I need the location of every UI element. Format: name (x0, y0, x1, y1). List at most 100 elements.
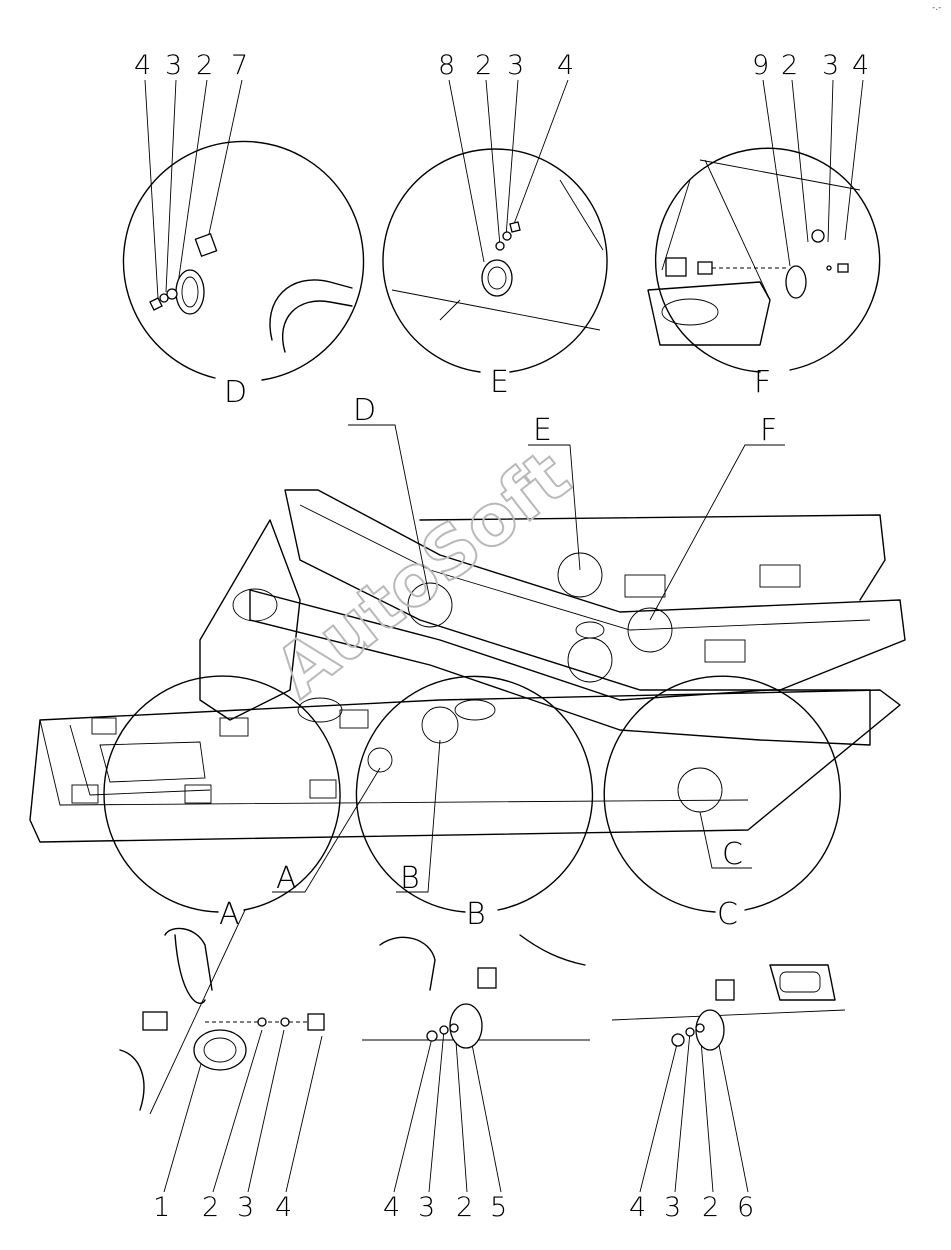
detail-circle-e: E 8 2 3 4 (382, 50, 608, 400)
detail-d-letter: D (224, 375, 247, 410)
detail-c-bracket (769, 964, 836, 1001)
detail-f-bracket (647, 281, 771, 346)
detail-c-bolt (671, 1033, 685, 1047)
detail-a-part-label: 2 (202, 1192, 219, 1223)
detail-e-part-label: 2 (475, 50, 492, 81)
detail-b-bolt (426, 1030, 438, 1042)
detail-f-clamp (785, 265, 807, 299)
detail-d-lockwasher (159, 293, 169, 303)
mount-pad (91, 717, 117, 735)
detail-b-spacer (477, 967, 497, 989)
detail-f-cap (811, 229, 825, 243)
detail-a-hose (164, 927, 213, 1005)
hose-location-c (677, 767, 723, 813)
detail-c-part-label: 6 (737, 1192, 754, 1223)
mount-pad (309, 779, 337, 799)
detail-f-washer (826, 265, 832, 271)
detail-c-edge (611, 1009, 846, 1021)
detail-a-spacer (142, 1011, 168, 1031)
detail-a-part-label: 4 (275, 1192, 292, 1223)
detail-a-clamp-inner (203, 1037, 237, 1063)
detail-a-washer (257, 1017, 267, 1027)
detail-f-block (665, 257, 687, 277)
frame-opening (297, 697, 343, 723)
cross-member (704, 639, 746, 663)
cross-member (624, 574, 666, 598)
detail-e-clamp (481, 259, 513, 297)
callout-c-leader (699, 811, 752, 869)
detail-e-letter: E (490, 365, 509, 400)
base-frame-inner (39, 719, 749, 806)
detail-b-lockwasher (439, 1025, 449, 1035)
hose-location-b (421, 706, 459, 744)
detail-e-part-label: 8 (438, 50, 455, 81)
detail-d-part-label: 2 (196, 50, 213, 81)
callout-a-letter: A (276, 861, 297, 896)
cross-member (759, 564, 801, 588)
upper-arm-outline (284, 489, 906, 691)
callout-a-leader (272, 767, 381, 893)
detail-c-lockwasher (685, 1027, 695, 1037)
detail-a-lockwasher (280, 1017, 290, 1027)
callout-e-leader (528, 444, 581, 571)
detail-c-outline (603, 675, 841, 913)
detail-c-leaders (639, 1027, 749, 1193)
detail-a-bolt (307, 1013, 325, 1031)
upper-arm-inner (299, 504, 871, 631)
detail-a-leaders (163, 1029, 323, 1193)
detail-d-part-label: 4 (134, 50, 151, 81)
callout-d-leader (348, 424, 431, 601)
detail-c-part-label: 4 (629, 1192, 646, 1223)
lower-arm-outline (249, 589, 871, 746)
detail-f-bolt (837, 263, 849, 273)
detail-c-washer (695, 1023, 705, 1033)
detail-b-hose-left (379, 936, 436, 991)
main-frame-assembly (29, 489, 906, 843)
callout-e-letter: E (533, 413, 552, 448)
callout-f-leader (649, 444, 785, 621)
detail-d-hose (269, 279, 353, 353)
right-rail (419, 514, 886, 601)
detail-f-bracket-hole (661, 298, 719, 326)
detail-b-washer (449, 1023, 459, 1033)
hose-location (567, 637, 613, 683)
detail-a-outline (103, 675, 341, 913)
detail-d-part-label: 3 (165, 50, 182, 81)
detail-b-outline (355, 675, 594, 913)
mount-pad (339, 709, 369, 729)
detail-circle-b: B 4 3 2 5 (355, 675, 594, 1223)
detail-b-leaders (393, 1027, 502, 1193)
detail-e-clamp-inner (487, 266, 507, 290)
gusset-hole (232, 588, 278, 622)
detail-circle-d: D 4 3 2 7 (122, 50, 365, 410)
detail-d-outline (122, 140, 365, 381)
hose-location-f (627, 607, 673, 653)
base-frame-outline (29, 689, 901, 843)
gusset-plate (199, 519, 301, 721)
callout-b-leader (396, 739, 441, 893)
detail-e-leaders (448, 79, 569, 263)
mount-pad (184, 784, 212, 804)
detail-f-spacer (697, 261, 713, 275)
detail-f-outline (654, 147, 881, 373)
detail-circle-c: C 4 3 2 6 (603, 675, 846, 1223)
frame-opening (454, 699, 496, 721)
detail-e-frame-edges (391, 179, 604, 331)
detail-f-part-label: 9 (752, 50, 769, 81)
detail-d-leaders (144, 79, 243, 299)
frame-opening (575, 621, 605, 639)
main-view-callouts: D E F A B C (272, 393, 785, 896)
detail-e-washer (495, 241, 505, 251)
detail-a-letter: A (219, 897, 240, 932)
detail-e-outline (382, 148, 608, 373)
detail-a-part-label: 3 (237, 1192, 254, 1223)
hose-location-a (367, 747, 393, 773)
detail-b-part-label: 3 (418, 1192, 435, 1223)
detail-e-lockwasher (502, 231, 512, 241)
detail-a-clamp (193, 1029, 247, 1071)
detail-a-hose-lower (119, 1049, 145, 1111)
mount-pad (219, 717, 249, 737)
mount-pad (71, 784, 99, 804)
hose-location-e (557, 552, 603, 598)
